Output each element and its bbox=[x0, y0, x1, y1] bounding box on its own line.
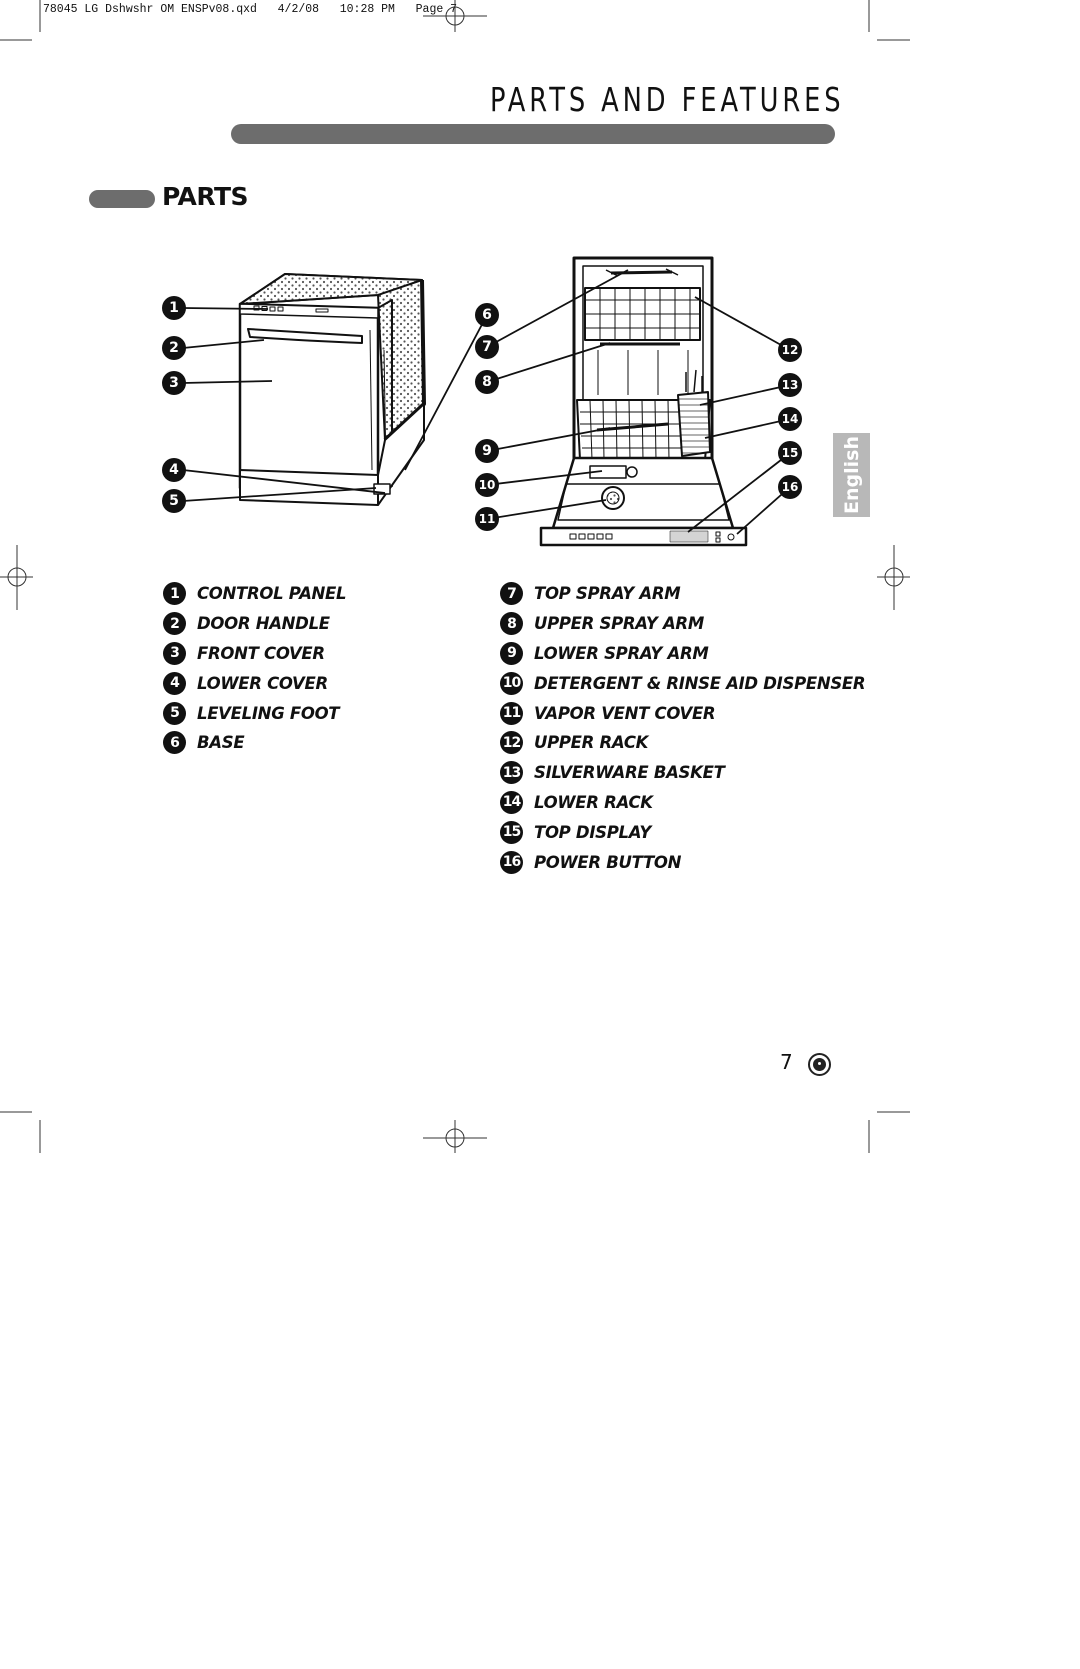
list-item: 4 LOWER COVER bbox=[163, 668, 346, 698]
part-number-badge: 1 bbox=[163, 582, 186, 606]
list-item: 16 POWER BUTTON bbox=[500, 847, 865, 877]
part-label: UPPER SPRAY ARM bbox=[534, 614, 704, 634]
svg-text:2: 2 bbox=[169, 340, 179, 356]
callout-16: 16 bbox=[778, 475, 802, 499]
part-label: TOP SPRAY ARM bbox=[534, 584, 681, 604]
svg-text:16: 16 bbox=[782, 480, 799, 494]
lg-logo bbox=[808, 1053, 831, 1076]
part-label: UPPER RACK bbox=[534, 733, 649, 753]
svg-text:7: 7 bbox=[482, 339, 492, 355]
svg-text:6: 6 bbox=[482, 307, 492, 323]
svg-text:8: 8 bbox=[482, 374, 492, 390]
svg-text:14: 14 bbox=[782, 412, 799, 426]
list-item: 10 DETERGENT & RINSE AID DISPENSER bbox=[500, 668, 866, 698]
list-item: 8 UPPER SPRAY ARM bbox=[500, 609, 865, 639]
part-number-badge: 12 bbox=[500, 731, 523, 755]
callout-9: 9 bbox=[475, 439, 499, 463]
part-label: FRONT COVER bbox=[197, 643, 325, 663]
dishwasher-closed-illustration bbox=[238, 273, 426, 506]
dishwasher-open-illustration bbox=[539, 256, 748, 547]
parts-list-right: 7 TOP SPRAY ARM 8 UPPER SPRAY ARM 9 LOWER S… bbox=[500, 579, 866, 877]
part-number-badge: 5 bbox=[163, 701, 186, 725]
callout-1: 1 bbox=[162, 296, 186, 320]
part-label: DOOR HANDLE bbox=[197, 614, 330, 634]
callout-7: 7 bbox=[475, 335, 499, 359]
part-number-badge: 14 bbox=[500, 790, 523, 814]
list-item: 12 UPPER RACK bbox=[500, 728, 865, 758]
list-item: 11 VAPOR VENT COVER bbox=[500, 698, 865, 728]
callout-8: 8 bbox=[475, 370, 499, 394]
print-slug: 78045 LG Dshwshr OM ENSPv08.qxd 4/2/08 1… bbox=[43, 3, 458, 16]
list-item: 6 BASE bbox=[163, 728, 346, 758]
callout-6: 6 bbox=[475, 303, 499, 327]
part-number-badge: 6 bbox=[163, 731, 186, 755]
svg-text:11: 11 bbox=[479, 512, 496, 526]
callout-2: 2 bbox=[162, 336, 186, 360]
callout-11: 11 bbox=[475, 507, 499, 531]
part-number-badge: 16 bbox=[500, 850, 523, 874]
part-label: LEVELING FOOT bbox=[197, 703, 340, 723]
section-title: PARTS bbox=[162, 182, 249, 211]
part-label: BASE bbox=[197, 733, 245, 753]
callout-13: 13 bbox=[778, 373, 802, 397]
part-number-badge: 10 bbox=[500, 671, 523, 695]
part-number-badge: 11 bbox=[500, 701, 523, 725]
callout-15: 15 bbox=[778, 441, 802, 465]
part-label: LOWER RACK bbox=[534, 792, 653, 812]
svg-text:4: 4 bbox=[169, 462, 179, 478]
list-item: 2 DOOR HANDLE bbox=[163, 609, 346, 639]
part-label: CONTROL PANEL bbox=[197, 584, 347, 604]
page-number: 7 bbox=[780, 1050, 793, 1074]
part-label: DETERGENT & RINSE AID DISPENSER bbox=[534, 673, 866, 693]
svg-text:15: 15 bbox=[782, 446, 799, 460]
callout-12: 12 bbox=[778, 338, 802, 362]
svg-text:5: 5 bbox=[169, 493, 179, 509]
part-number-badge: 8 bbox=[500, 612, 523, 636]
part-number-badge: 3 bbox=[163, 641, 186, 665]
parts-list-left: 1 CONTROL PANEL 2 DOOR HANDLE 3 FRONT COVER… bbox=[163, 579, 347, 758]
list-item: 3 FRONT COVER bbox=[163, 639, 346, 669]
header-bar bbox=[231, 124, 835, 144]
part-number-badge: 2 bbox=[163, 612, 186, 636]
language-tab: English bbox=[833, 433, 870, 517]
list-item: 7 TOP SPRAY ARM bbox=[500, 579, 865, 609]
callout-4: 4 bbox=[162, 458, 186, 482]
callout-5: 5 bbox=[162, 489, 186, 513]
part-label: LOWER SPRAY ARM bbox=[534, 643, 709, 663]
part-number-badge: 15 bbox=[500, 820, 523, 844]
part-label: SILVERWARE BASKET bbox=[534, 763, 725, 783]
part-number-badge: 7 bbox=[500, 582, 523, 606]
diagram-callouts: 1 2 3 4 5 6 7 8 9 10 11 12 13 14 15 16 bbox=[162, 296, 802, 531]
list-item: 1 CONTROL PANEL bbox=[163, 579, 347, 609]
section-pill bbox=[89, 190, 155, 208]
svg-text:13: 13 bbox=[782, 378, 799, 392]
svg-text:10: 10 bbox=[479, 478, 496, 492]
svg-text:9: 9 bbox=[482, 443, 492, 459]
part-label: TOP DISPLAY bbox=[534, 822, 651, 842]
part-label: LOWER COVER bbox=[197, 673, 328, 693]
part-number-badge: 13 bbox=[500, 761, 523, 785]
part-label: POWER BUTTON bbox=[534, 852, 682, 872]
svg-text:1: 1 bbox=[169, 300, 179, 316]
list-item: 13 SILVERWARE BASKET bbox=[500, 758, 865, 788]
svg-text:12: 12 bbox=[782, 343, 799, 357]
list-item: 5 LEVELING FOOT bbox=[163, 698, 346, 728]
list-item: 9 LOWER SPRAY ARM bbox=[500, 639, 865, 669]
callout-3: 3 bbox=[162, 371, 186, 395]
list-item: 14 LOWER RACK bbox=[500, 788, 865, 818]
list-item: 15 TOP DISPLAY bbox=[500, 817, 865, 847]
part-number-badge: 9 bbox=[500, 641, 523, 665]
callout-10: 10 bbox=[475, 473, 499, 497]
callout-14: 14 bbox=[778, 407, 802, 431]
part-number-badge: 4 bbox=[163, 671, 186, 695]
part-label: VAPOR VENT COVER bbox=[534, 703, 716, 723]
callout-leader-lines bbox=[182, 269, 791, 535]
svg-text:3: 3 bbox=[169, 375, 179, 391]
